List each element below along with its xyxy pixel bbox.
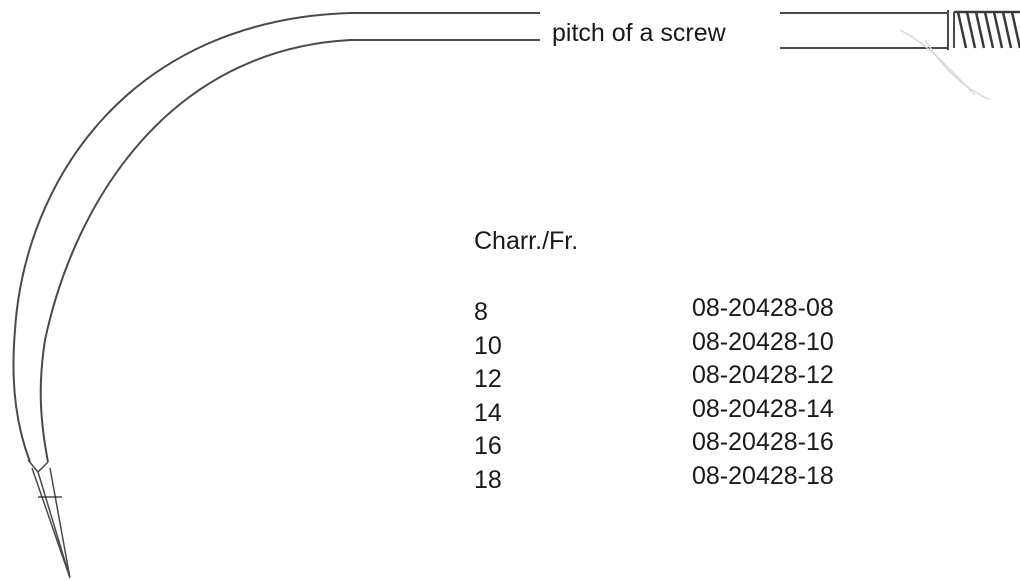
- needle-point: [31, 467, 71, 579]
- table-row: 12 08-20428-12: [474, 360, 914, 394]
- article-code: 08-20428-16: [692, 428, 834, 457]
- needle-outer-edge: [12, 12, 540, 463]
- table-row: 8 08-20428-08: [474, 293, 914, 327]
- thread-tooth: [1010, 11, 1020, 49]
- faint-shading: [899, 29, 991, 101]
- needle-shaft-right: [780, 12, 948, 49]
- thread-shoulder: [947, 10, 955, 50]
- table-row: 18 08-20428-18: [474, 461, 914, 495]
- article-code: 08-20428-14: [692, 394, 834, 423]
- thread-tooth: [983, 11, 995, 49]
- size-value: 8: [474, 298, 488, 326]
- size-value: 18: [474, 465, 502, 494]
- article-code: 08-20428-10: [692, 327, 834, 356]
- size-value: 12: [474, 365, 502, 394]
- pitch-of-screw-label: pitch of a screw: [552, 19, 726, 47]
- table-row: 16 08-20428-16: [474, 427, 914, 461]
- size-code-table: 8 08-20428-08 10 08-20428-10 12 08-20428…: [474, 293, 914, 495]
- article-code: 08-20428-18: [692, 461, 834, 490]
- table-row: 10 08-20428-10: [474, 327, 914, 361]
- article-code: 08-20428-12: [692, 361, 834, 390]
- thread-tooth: [1001, 11, 1013, 49]
- thread-tooth: [956, 11, 968, 49]
- size-value: 10: [474, 331, 502, 360]
- thread-tooth: [992, 11, 1004, 49]
- size-value: 16: [474, 432, 502, 461]
- screw-thread: [954, 10, 1020, 49]
- table-row: 14 08-20428-14: [474, 394, 914, 428]
- thread-tooth: [965, 11, 977, 49]
- needle-tip-bevel: [27, 459, 49, 474]
- size-column-header: Charr./Fr.: [474, 227, 579, 255]
- thread-tooth: [974, 11, 986, 49]
- article-code: 08-20428-08: [692, 294, 834, 322]
- size-value: 14: [474, 398, 502, 427]
- needle-inner-edge: [39, 39, 540, 463]
